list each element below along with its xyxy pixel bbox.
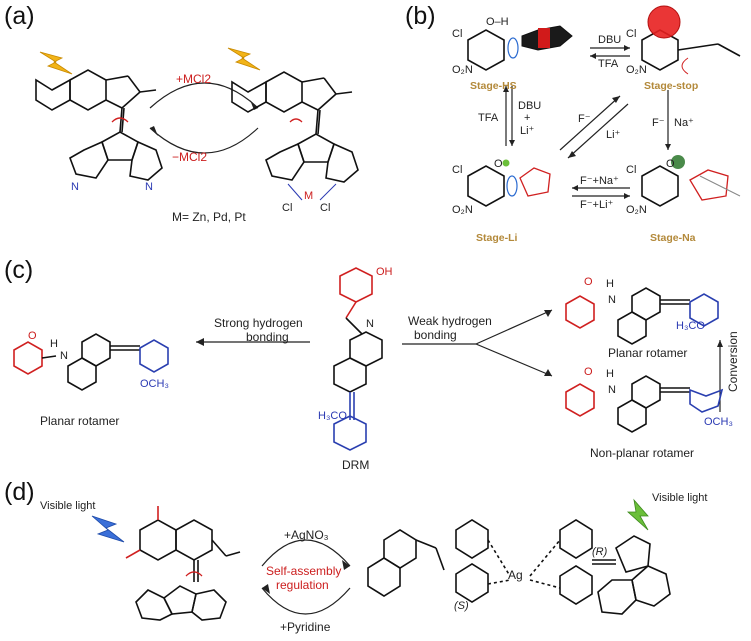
visible-light-left-label: Visible light — [40, 500, 96, 512]
arrow-label: Li⁺ — [520, 125, 535, 137]
conversion-label: Conversion — [726, 331, 740, 392]
cl-label: Cl — [626, 164, 637, 176]
silver-label: Ag — [508, 568, 523, 582]
reverse-arrow — [149, 127, 259, 154]
o-label: O — [584, 366, 593, 378]
forward-arrow — [149, 82, 259, 109]
h3co-label: H₃CO — [318, 410, 347, 422]
metal-note: M= Zn, Pd, Pt — [172, 210, 246, 224]
h3co-label: H₃CO — [676, 320, 705, 332]
stage-li-label: Stage-Li — [476, 232, 518, 244]
r-config-label: (R) — [592, 546, 608, 558]
visible-light-right-label: Visible light — [652, 492, 708, 504]
oh-label: O–H — [486, 16, 509, 28]
molecule-c-nonplanar — [565, 375, 724, 433]
n-label: N — [366, 318, 374, 330]
planar-rotamer-right-label: Planar rotamer — [608, 346, 688, 360]
no2-label: O₂N — [452, 204, 473, 216]
molecule-d-complex — [367, 519, 671, 615]
rotation-arrow-icon — [111, 117, 129, 123]
stage-hs-label: Stage-HS — [470, 80, 517, 92]
arrow-label: TFA — [478, 112, 499, 124]
lightning-bolt-icon — [91, 515, 125, 543]
arrow-label: F⁻ — [578, 113, 591, 125]
planar-rotamer-left-label: Planar rotamer — [40, 414, 120, 428]
lightning-bolt-icon — [626, 498, 649, 531]
molecule-stage-hs — [467, 25, 573, 71]
n-atom-label: N — [145, 181, 153, 193]
cl-label: Cl — [452, 28, 463, 40]
molecule-d-left — [125, 506, 241, 621]
strong-hbond-label: Strong hydrogen — [214, 316, 303, 330]
stage-stop-label: Stage-stop — [644, 80, 699, 92]
nonplanar-rotamer-label: Non-planar rotamer — [590, 446, 695, 460]
no2-label: O₂N — [452, 64, 473, 76]
h-label: H — [606, 278, 614, 290]
drm-label: DRM — [342, 458, 370, 472]
molecule-c-planar-left — [13, 333, 169, 391]
lightning-bolt-icon — [227, 47, 261, 71]
n-label: N — [60, 350, 68, 362]
molecule-stage-na — [641, 155, 741, 207]
panel-label-b: (b) — [405, 2, 436, 30]
panel-label-a: (a) — [4, 2, 35, 30]
panel-label-c: (c) — [4, 256, 34, 284]
stage-na-label: Stage-Na — [650, 232, 696, 244]
n-label: N — [608, 384, 616, 396]
och3-label: OCH₃ — [140, 378, 169, 390]
s-config-label: (S) — [454, 600, 469, 612]
metal-atom-label: M — [304, 190, 314, 202]
arrow-label: F⁻ — [652, 117, 665, 129]
cl-label: Cl — [626, 28, 637, 40]
o-label: O — [494, 158, 503, 170]
h-label: H — [50, 338, 58, 350]
arrow-label: DBU — [598, 34, 622, 46]
no2-label: O₂N — [626, 204, 647, 216]
reagent-pyridine: +Pyridine — [280, 620, 331, 634]
lightning-bolt-icon — [39, 51, 73, 75]
weak-hbond-label-2: bonding — [414, 328, 457, 342]
molecule-stage-stop — [641, 5, 741, 75]
arrow-label: Li⁺ — [606, 129, 621, 141]
chlorine-label: Cl — [282, 202, 293, 214]
molecule-c-planar-right — [565, 287, 719, 345]
no2-label: O₂N — [626, 64, 647, 76]
self-assembly-label: Self-assembly — [266, 564, 342, 578]
och3-label: OCH₃ — [704, 416, 733, 428]
reagent-remove-mcl2: −MCl2 — [172, 150, 208, 164]
arrow-label: Na⁺ — [674, 117, 694, 129]
chlorine-label: Cl — [320, 202, 331, 214]
oh-label: OH — [376, 266, 393, 278]
regulation-label: regulation — [276, 578, 329, 592]
n-atom-label: N — [71, 181, 79, 193]
o-label: O — [666, 158, 675, 170]
h-label: H — [606, 368, 614, 380]
panel-label-d: (d) — [4, 478, 35, 506]
molecule-c-drm — [333, 267, 383, 451]
cl-label: Cl — [452, 164, 463, 176]
arrow-label: F⁻+Li⁺ — [580, 199, 614, 211]
molecule-a-right — [231, 71, 359, 183]
reagent-agno3: +AgNO₃ — [284, 528, 329, 542]
n-label: N — [608, 294, 616, 306]
o-label: O — [28, 330, 37, 342]
arrow-label: F⁻+Na⁺ — [580, 175, 619, 187]
molecule-stage-li — [467, 159, 551, 207]
arrow-label: TFA — [598, 58, 619, 70]
o-label: O — [584, 276, 593, 288]
molecule-a-left — [35, 69, 163, 181]
weak-hbond-label: Weak hydrogen — [408, 314, 492, 328]
reagent-add-mcl2: +MCl2 — [176, 72, 212, 86]
arrow-label: + — [524, 112, 531, 124]
arrow-label: DBU — [518, 100, 542, 112]
strong-hbond-label-2: bonding — [246, 330, 289, 344]
